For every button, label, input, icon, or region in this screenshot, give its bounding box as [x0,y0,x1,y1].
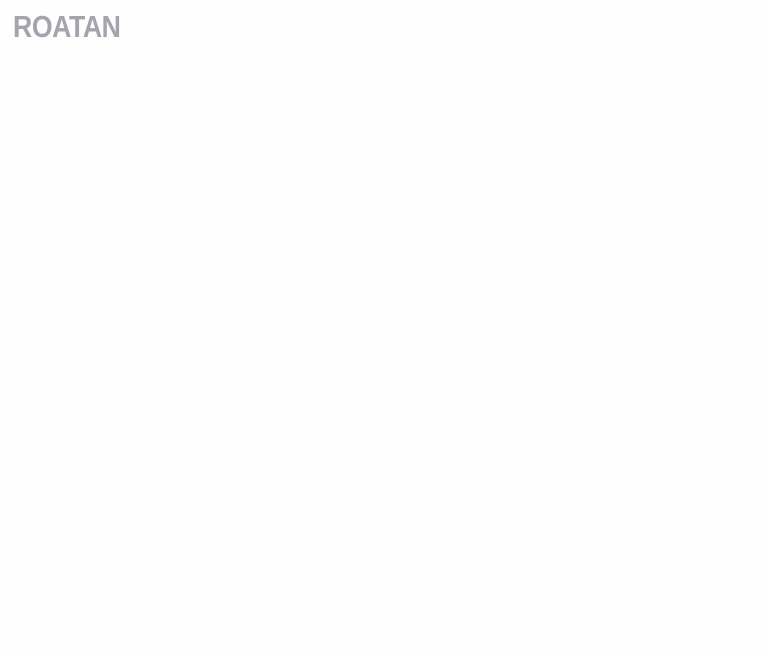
page-title: ROATAN [13,9,121,44]
content-area [0,56,768,656]
